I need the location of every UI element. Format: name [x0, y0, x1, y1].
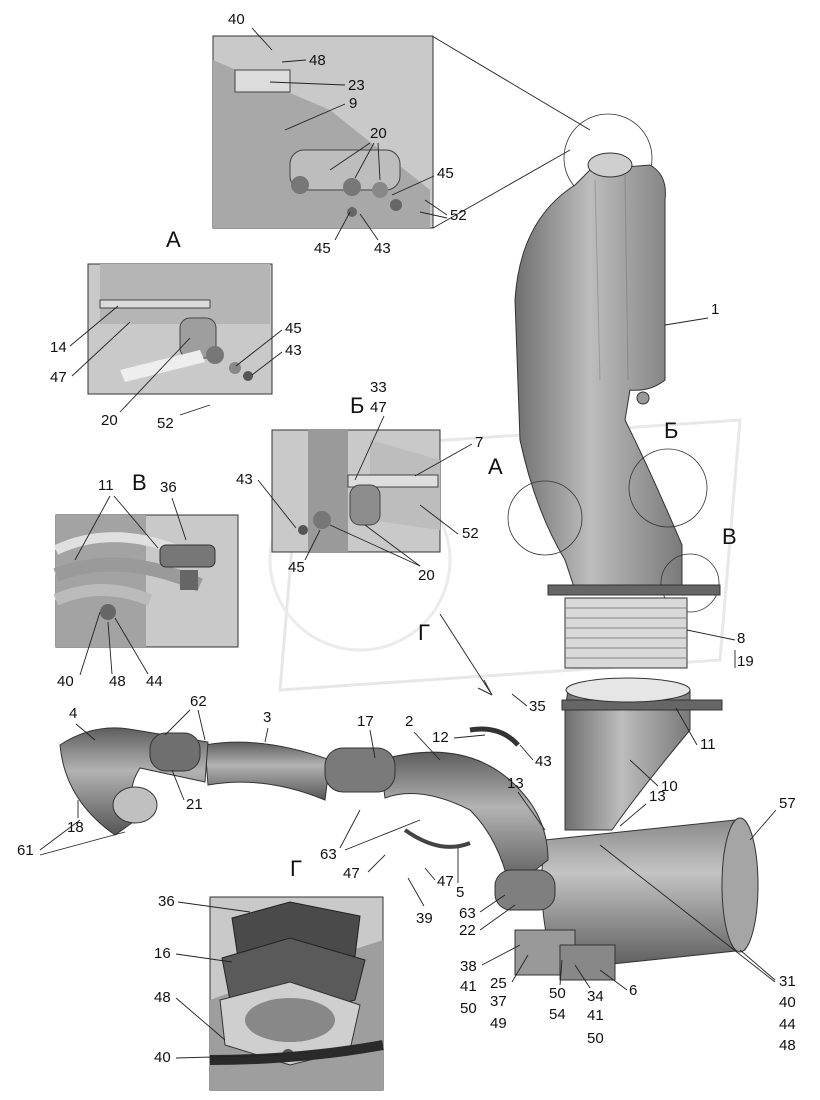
label-47: 47 — [50, 369, 67, 386]
label-10: 10 — [661, 778, 678, 795]
label-23: 23 — [348, 77, 365, 94]
inset-A-title: А — [166, 227, 181, 252]
label-9: 9 — [349, 95, 357, 112]
label-47: 47 — [343, 865, 360, 882]
label-48: 48 — [109, 673, 126, 690]
lower-duct — [561, 677, 723, 831]
inset-G-callouts: 36 16 48 40 — [154, 893, 283, 1066]
label-8: 8 — [737, 630, 745, 647]
label-61: 61 — [17, 842, 34, 859]
label-13: 13 — [507, 775, 524, 792]
inset-B-callouts: 33 47 7 43 52 45 20 — [236, 379, 483, 584]
main-callouts: 1 8 19 35 12 43 11 10 13 13 57 4 62 3 17… — [17, 301, 796, 1054]
label-14: 14 — [50, 339, 67, 356]
label-43: 43 — [535, 753, 552, 770]
label-63: 63 — [320, 846, 337, 863]
view-reference-letters: А Б В Г — [418, 418, 737, 696]
label-21: 21 — [186, 796, 203, 813]
label-2: 2 — [405, 713, 413, 730]
label-48: 48 — [309, 52, 326, 69]
label-36: 36 — [160, 479, 177, 496]
label-52: 52 — [462, 525, 479, 542]
label-52: 52 — [157, 415, 174, 432]
label-19: 19 — [737, 653, 754, 670]
label-49: 49 — [490, 1015, 507, 1032]
label-45: 45 — [288, 559, 305, 576]
label-52: 52 — [450, 207, 467, 224]
label-13: 13 — [649, 788, 666, 805]
label-35: 35 — [529, 698, 546, 715]
label-57: 57 — [779, 795, 796, 812]
label-43: 43 — [285, 342, 302, 359]
intake-hoses — [59, 726, 556, 911]
corrugated-sleeve — [564, 597, 688, 669]
inset-B-title: Б — [350, 393, 364, 418]
inset-G-title: Г — [290, 856, 302, 881]
label-7: 7 — [475, 434, 483, 451]
label-33: 33 — [370, 379, 387, 396]
label-20: 20 — [370, 125, 387, 142]
label-38: 38 — [460, 958, 477, 975]
label-40: 40 — [779, 994, 796, 1011]
label-20: 20 — [418, 567, 435, 584]
label-6: 6 — [629, 982, 637, 999]
label-4: 4 — [69, 705, 77, 722]
label-3: 3 — [263, 709, 271, 726]
label-40: 40 — [154, 1049, 171, 1066]
inset-A-callouts: 14 47 45 43 20 52 — [50, 305, 302, 432]
label-44: 44 — [779, 1016, 796, 1033]
label-48: 48 — [154, 989, 171, 1006]
label-22: 22 — [459, 922, 476, 939]
label-62: 62 — [190, 693, 207, 710]
label-34: 34 — [587, 988, 604, 1005]
label-48: 48 — [779, 1037, 796, 1054]
inset-G: Г — [209, 856, 384, 1091]
label-40: 40 — [228, 11, 245, 28]
label-12: 12 — [432, 729, 449, 746]
inset-V-callouts: 11 36 40 48 44 — [57, 477, 187, 690]
label-45: 45 — [285, 320, 302, 337]
view-ref-B: Б — [664, 418, 678, 443]
label-45: 45 — [437, 165, 454, 182]
label-31: 31 — [779, 973, 796, 990]
inset-V-title: В — [132, 470, 147, 495]
label-47: 47 — [370, 399, 387, 416]
label-54: 54 — [549, 1006, 566, 1023]
label-5: 5 — [456, 884, 464, 901]
label-50: 50 — [587, 1030, 604, 1047]
label-39: 39 — [416, 910, 433, 927]
label-18: 18 — [67, 819, 84, 836]
air-filter-housing — [514, 817, 759, 981]
label-11: 11 — [98, 477, 114, 494]
main-intake-duct — [507, 152, 721, 613]
label-16: 16 — [154, 945, 171, 962]
label-63: 63 — [459, 905, 476, 922]
label-44: 44 — [146, 673, 163, 690]
label-50: 50 — [460, 1000, 477, 1017]
label-41: 41 — [460, 978, 477, 995]
label-37: 37 — [490, 993, 507, 1010]
label-11: 11 — [700, 736, 716, 753]
label-40: 40 — [57, 673, 74, 690]
top-detail-inset — [212, 35, 653, 229]
label-43: 43 — [374, 240, 391, 257]
label-25: 25 — [490, 975, 507, 992]
view-ref-G: Г — [418, 620, 430, 645]
label-36: 36 — [158, 893, 175, 910]
inset-A: А — [87, 227, 273, 395]
label-47: 47 — [437, 873, 454, 890]
top-inset-callouts: 40 48 23 9 20 45 52 45 43 — [228, 11, 467, 257]
label-50: 50 — [549, 985, 566, 1002]
inset-V: В — [53, 470, 239, 648]
label-17: 17 — [357, 713, 374, 730]
label-1: 1 — [711, 301, 719, 318]
label-45: 45 — [314, 240, 331, 257]
view-ref-V: В — [722, 524, 737, 549]
label-43: 43 — [236, 471, 253, 488]
inset-B: Б — [271, 393, 441, 553]
label-41: 41 — [587, 1007, 604, 1024]
view-ref-A: А — [488, 454, 503, 479]
label-20: 20 — [101, 412, 118, 429]
